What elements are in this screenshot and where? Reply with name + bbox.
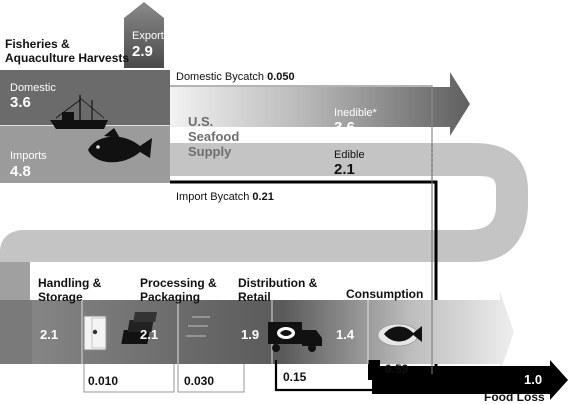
- loop-band-drawn: [0, 143, 528, 300]
- bottom-flow: [0, 292, 514, 372]
- export-label: Export: [132, 30, 164, 42]
- supply-line2: Seafood: [188, 129, 240, 144]
- supply-line1: U.S.: [188, 114, 214, 129]
- edible-value: 2.1: [334, 161, 355, 178]
- domestic-source-box: [0, 70, 170, 125]
- food-loss-arrow: [372, 360, 568, 400]
- loss-distribution-value: 0.15: [283, 370, 307, 384]
- inedible-label: Inedible*: [334, 107, 377, 119]
- harvests-title: Fisheries & Aquaculture Harvests: [5, 37, 129, 65]
- loss-handling-value: 0.010: [88, 374, 119, 388]
- supply-line3: Supply: [188, 144, 232, 159]
- stage-processing-line2: Packaging: [140, 290, 201, 304]
- domestic-value: 3.6: [10, 94, 31, 111]
- stage-handling-line1: Handling &: [38, 276, 102, 290]
- packaged-boxes-icon: [121, 312, 210, 344]
- stage-handling-value: 2.1: [40, 327, 59, 342]
- supply-band: [170, 72, 470, 136]
- imports-label: Imports: [10, 150, 47, 162]
- supply-label: U.S. Seafood Supply: [188, 114, 239, 159]
- stage-distribution-title: Distribution & Retail: [238, 276, 317, 304]
- fish-icon: [88, 128, 152, 163]
- import-bycatch-text: Import Bycatch 0.21: [176, 191, 274, 203]
- food-loss-label: Food Loss: [484, 390, 545, 404]
- stage-processing-title: Processing & Packaging: [140, 276, 217, 304]
- harvests-title-line1: Fisheries &: [5, 37, 70, 51]
- domestic-bycatch-value: 0.050: [267, 71, 295, 83]
- stage-handling-title: Handling & Storage: [38, 276, 101, 304]
- fish-plate-icon: [377, 323, 422, 347]
- stage-distribution-line2: Retail: [238, 290, 271, 304]
- export-value: 2.9: [132, 43, 153, 60]
- delivery-truck-icon: [268, 322, 322, 352]
- edible-label: Edible: [334, 149, 365, 161]
- stage-processing-value: 2.1: [140, 327, 159, 342]
- stage-consumption-line1: Consumption: [346, 287, 424, 301]
- domestic-bycatch-text: Domestic Bycatch 0.050: [176, 71, 295, 83]
- imports-source-box: [0, 126, 170, 183]
- stage-consumption-value: 1.4: [336, 327, 355, 342]
- imports-value: 4.8: [10, 163, 31, 180]
- loss-consumption-value: 0.59: [385, 362, 409, 376]
- stage-distribution-value: 1.9: [241, 327, 260, 342]
- fishing-boat-icon: [50, 95, 108, 129]
- loss-box-handling: [83, 364, 175, 393]
- loss-box-processing: [177, 364, 245, 393]
- domestic-bycatch-label: Domestic Bycatch: [176, 71, 265, 83]
- import-bycatch-value: 0.21: [252, 191, 274, 203]
- inedible-value: 3.6: [334, 119, 355, 136]
- refrigerator-icon: [83, 315, 107, 351]
- import-bycatch-label: Import Bycatch: [176, 191, 250, 203]
- stage-handling-line2: Storage: [38, 290, 83, 304]
- retail-flow-band: [0, 262, 30, 300]
- loss-processing-value: 0.030: [184, 374, 215, 388]
- domestic-label: Domestic: [10, 82, 56, 94]
- food-loss-value: 1.0: [524, 372, 543, 387]
- harvests-title-line2: Aquaculture Harvests: [5, 51, 130, 65]
- stage-consumption-title: Consumption: [346, 287, 423, 301]
- stage-processing-line1: Processing &: [140, 276, 217, 290]
- stage-distribution-line1: Distribution &: [238, 276, 318, 290]
- export-flow: [124, 2, 164, 68]
